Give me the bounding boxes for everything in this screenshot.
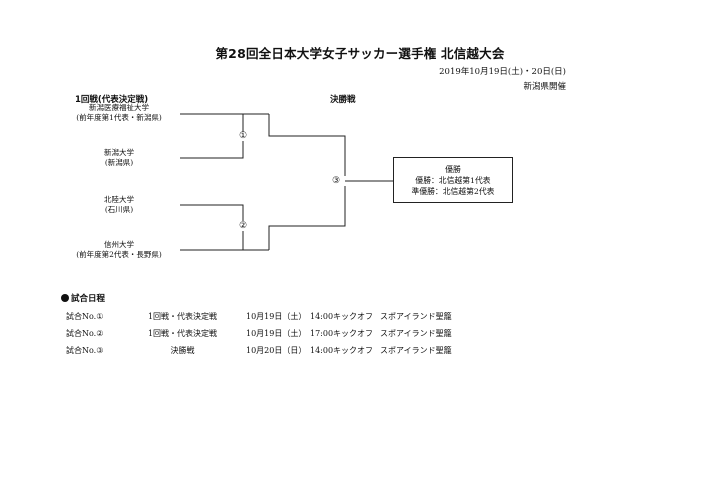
- team-note: (前年度第2代表・長野県): [76, 250, 162, 259]
- bracket-line-team1: [180, 113, 244, 132]
- schedule-heading-text: 試合日程: [71, 294, 106, 304]
- match-venue: スポアイランド聖籠: [380, 346, 452, 355]
- result-runner-up: 準優勝：北信越第2代表: [411, 187, 495, 196]
- match-round: 決勝戦: [170, 346, 195, 355]
- result-heading: 優勝: [445, 165, 461, 174]
- bracket-line-m2-out: [268, 186, 346, 250]
- match-venue: スポアイランド聖籠: [380, 312, 452, 321]
- match-date: 10月20日（日）: [246, 346, 307, 355]
- match-time: 17:00キックオフ: [310, 329, 374, 338]
- team-note: (新潟県): [104, 158, 134, 167]
- team-3: 北陸大学 (石川県): [49, 195, 189, 215]
- match-number: 試合No.②: [66, 329, 104, 338]
- event-date: 2019年10月19日(土)・20日(日): [439, 67, 566, 77]
- page-title: 第28回全日本大学女子サッカー選手権 北信越大会: [215, 46, 505, 61]
- result-box: 優勝 優勝：北信越第1代表 準優勝：北信越第2代表: [393, 157, 513, 203]
- result-winner: 優勝：北信越第1代表: [415, 176, 491, 185]
- match-number: 試合No.①: [66, 312, 104, 321]
- match-round: 1回戦・代表決定戦: [147, 329, 218, 338]
- match-mark-1: ①: [238, 131, 248, 141]
- round1-label: 1回戦(代表決定戦): [75, 95, 149, 105]
- match-time: 14:00キックオフ: [310, 312, 374, 321]
- match-number: 試合No.③: [66, 346, 104, 355]
- match-venue: スポアイランド聖籠: [380, 329, 452, 338]
- match-mark-2: ②: [238, 221, 248, 231]
- bracket-line-team2: [180, 141, 244, 159]
- bracket-line-team4: [180, 231, 244, 251]
- team-name: 北陸大学: [104, 195, 134, 204]
- bracket-line-team3: [180, 204, 244, 221]
- final-label: 決勝戦: [330, 95, 356, 105]
- match-round: 1回戦・代表決定戦: [147, 312, 218, 321]
- team-1: 新潟医療福祉大学 (前年度第1代表・新潟県): [49, 103, 189, 123]
- team-name: 信州大学: [104, 240, 134, 249]
- bracket-line-m1-out: [268, 114, 346, 176]
- match-date: 10月19日（土）: [246, 312, 307, 321]
- schedule-heading: 試合日程: [61, 292, 105, 304]
- team-2: 新潟大学 (新潟県): [49, 148, 189, 168]
- team-4: 信州大学 (前年度第2代表・長野県): [49, 240, 189, 260]
- team-name: 新潟医療福祉大学: [89, 103, 149, 112]
- host-prefecture: 新潟県開催: [523, 82, 566, 92]
- team-name: 新潟大学: [104, 148, 134, 157]
- team-note: (前年度第1代表・新潟県): [76, 113, 162, 122]
- match-time: 14:00キックオフ: [310, 346, 374, 355]
- match-date: 10月19日（土）: [246, 329, 307, 338]
- team-note: (石川県): [104, 205, 134, 214]
- bullet-icon: [61, 294, 69, 302]
- match-mark-3: ③: [331, 176, 341, 186]
